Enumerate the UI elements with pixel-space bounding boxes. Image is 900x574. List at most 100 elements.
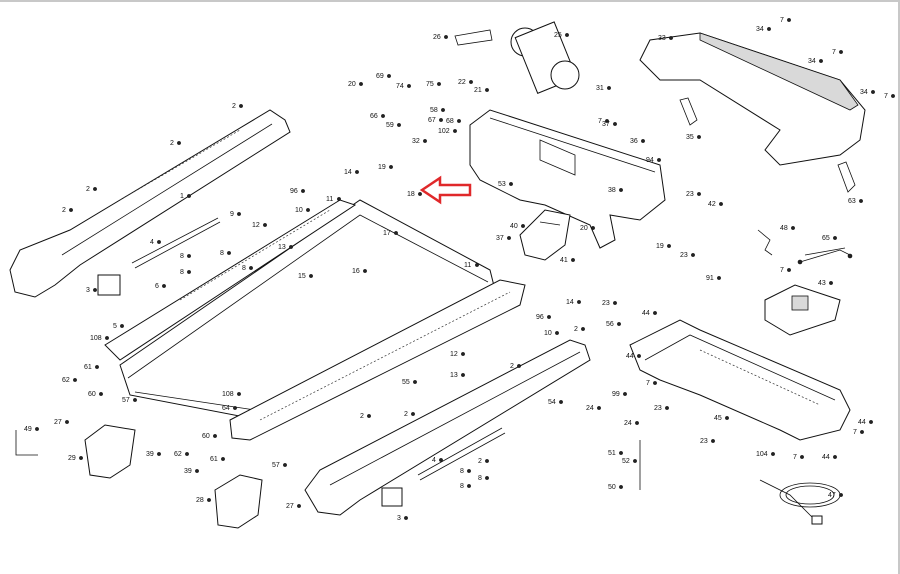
fastener-marker [635, 421, 639, 425]
fastener-marker [65, 420, 69, 424]
fastener-marker [633, 459, 637, 463]
fastener-marker [389, 165, 393, 169]
callout-label-14: 14 [566, 299, 574, 306]
callout-label-75: 75 [426, 81, 434, 88]
callout-label-15: 15 [298, 273, 306, 280]
callout-label-2: 2 [478, 458, 482, 465]
callout-label-61: 61 [84, 364, 92, 371]
callout-label-58: 58 [430, 107, 438, 114]
fastener-marker [725, 416, 729, 420]
callout-label-8: 8 [460, 468, 464, 475]
fastener-marker [467, 484, 471, 488]
callout-label-29: 29 [68, 455, 76, 462]
rear-foot-right-part [214, 474, 263, 529]
callout-label-22: 22 [458, 79, 466, 86]
callout-label-7: 7 [793, 454, 797, 461]
fastener-marker [791, 226, 795, 230]
fastener-marker [157, 240, 161, 244]
callout-label-67: 67 [428, 117, 436, 124]
callout-label-8: 8 [180, 253, 184, 260]
fastener-marker [623, 392, 627, 396]
fastener-marker [283, 463, 287, 467]
fastener-marker [423, 139, 427, 143]
callout-label-17: 17 [383, 230, 391, 237]
callout-label-1: 1 [180, 193, 184, 200]
callout-label-34: 34 [808, 58, 816, 65]
callout-label-39: 39 [146, 451, 154, 458]
data-cable-part [757, 229, 773, 256]
callout-label-7: 7 [646, 380, 650, 387]
callout-label-18: 18 [407, 191, 415, 198]
callout-label-2: 2 [574, 326, 578, 333]
callout-label-8: 8 [180, 269, 184, 276]
fastener-marker [297, 504, 301, 508]
callout-label-44: 44 [822, 454, 830, 461]
right-frame-rail-part [229, 279, 526, 441]
fastener-marker [227, 251, 231, 255]
fastener-marker [239, 104, 243, 108]
fastener-marker [185, 452, 189, 456]
fastener-marker [667, 244, 671, 248]
callout-label-23: 23 [654, 405, 662, 412]
callout-label-13: 13 [278, 244, 286, 251]
callout-label-3: 3 [397, 515, 401, 522]
callout-label-91: 91 [706, 275, 714, 282]
fastener-marker [337, 197, 341, 201]
callout-label-11: 11 [464, 262, 471, 269]
callout-label-7: 7 [832, 49, 836, 56]
callout-label-44: 44 [626, 353, 634, 360]
fastener-marker [591, 226, 595, 230]
callout-label-8: 8 [460, 483, 464, 490]
callout-label-108: 108 [222, 391, 234, 398]
fastener-marker [441, 108, 445, 112]
base-frame-part [629, 319, 851, 441]
motor-hood-part [639, 32, 866, 193]
right-side-rail-part [304, 339, 591, 516]
fastener-marker [162, 284, 166, 288]
callout-label-34: 34 [756, 26, 764, 33]
callout-label-47: 47 [828, 492, 836, 499]
callout-label-24: 24 [624, 420, 632, 427]
fastener-marker [404, 516, 408, 520]
fastener-marker [665, 406, 669, 410]
fastener-marker [133, 398, 137, 402]
fastener-marker [800, 455, 804, 459]
fastener-marker [187, 270, 191, 274]
fastener-marker [69, 208, 73, 212]
callout-label-20: 20 [348, 81, 356, 88]
callout-label-4: 4 [432, 457, 436, 464]
callout-label-34: 34 [860, 89, 868, 96]
fastener-marker [439, 118, 443, 122]
fastener-marker [413, 380, 417, 384]
fastener-marker [719, 202, 723, 206]
fastener-marker [669, 36, 673, 40]
left-side-rail-part [9, 109, 291, 298]
fastener-marker [605, 119, 609, 123]
fastener-marker [439, 458, 443, 462]
fastener-marker [617, 322, 621, 326]
callout-label-32: 32 [412, 138, 420, 145]
callout-label-2: 2 [404, 411, 408, 418]
callout-label-19: 19 [656, 243, 664, 250]
callout-label-5: 5 [113, 323, 117, 330]
callout-label-37: 37 [496, 235, 504, 242]
callout-label-7: 7 [884, 93, 888, 100]
callout-label-41: 41 [560, 257, 568, 264]
fastener-marker [619, 451, 623, 455]
callout-label-65: 65 [822, 235, 830, 242]
fastener-marker [237, 212, 241, 216]
fastener-marker [829, 281, 833, 285]
callout-label-39: 39 [184, 468, 192, 475]
callout-label-61: 61 [210, 456, 218, 463]
fastener-marker [653, 381, 657, 385]
callout-label-51: 51 [608, 450, 616, 457]
callout-label-59: 59 [386, 122, 394, 129]
callout-label-44: 44 [642, 310, 650, 317]
fastener-marker [237, 392, 241, 396]
callout-label-10: 10 [295, 207, 303, 214]
fastener-marker [157, 452, 161, 456]
callout-label-7: 7 [853, 429, 857, 436]
callout-label-49: 49 [24, 426, 32, 433]
callout-label-52: 52 [622, 458, 630, 465]
